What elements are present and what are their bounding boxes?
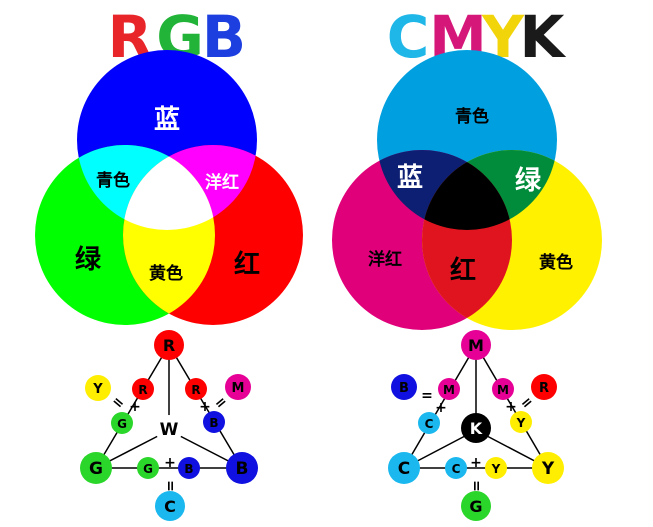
rgb-node-top [154,330,184,360]
cmyk-node-left-label: C [398,459,410,479]
rgb-bottom-b-label: B [184,462,193,476]
rgb-right-a-label: R [191,383,200,397]
cmyk-edge-top-right [475,344,549,469]
rgb-edge-top-right [168,344,243,469]
cmyk-overlap-black [422,150,512,230]
cmyk-title-k: K [520,3,567,71]
rgb-right-equals: = [211,393,230,413]
cmyk-node-right-label: Y [541,459,555,479]
rgb-title-b: B [202,3,246,71]
rgb-bottom-b-node [178,457,200,479]
rgb-label-blue: 蓝 [154,105,180,135]
rgb-node-center [155,415,183,443]
cmyk-bottom-b-label: Y [491,462,501,476]
rgb-venn: 蓝 青色 洋红 绿 黄色 红 [35,50,303,325]
rgb-node-top-label: R [163,336,175,355]
rgb-node-right-label: B [236,459,249,479]
rgb-node-bottom [155,491,185,521]
rgb-left-outer-node [85,375,111,401]
rgb-right-b-label: B [209,416,218,430]
cmyk-left-equals: = [421,388,433,404]
cmyk-right-outer-label: R [539,381,549,396]
rgb-label-magenta: 洋红 [205,172,239,193]
rgb-mixing-diagram: = + = + + = R G B W C Y R G M R B G B [80,330,258,521]
cmyk-label-cyan: 青色 [455,106,489,127]
rgb-bottom-a-node [137,457,159,479]
cmyk-right-equals: = [517,393,536,413]
rgb-node-left [80,452,112,484]
cmyk-label-blue: 蓝 [397,163,423,193]
rgb-label-red: 红 [234,249,260,280]
rgb-left-plus: + [129,399,141,415]
rgb-left-a-label: R [138,383,147,397]
rgb-node-center-label: W [160,420,179,440]
cmyk-right-a-node [492,378,514,400]
rgb-left-b-label: G [117,417,127,431]
rgb-node-right [226,452,258,484]
cmyk-bottom-equals: = [468,480,484,492]
cmyk-left-outer-label: B [399,381,409,396]
rgb-label-cyan: 青色 [96,170,130,191]
rgb-left-a-node [132,378,154,400]
rgb-right-a-node [185,378,207,400]
cmyk-node-center-label: K [470,419,483,438]
cmyk-node-bottom-label: G [469,497,482,516]
cmyk-venn: 青色 蓝 绿 洋红 红 黄色 [332,50,602,330]
rgb-right-outer-node [225,374,251,400]
cmyk-node-right [532,452,564,484]
cmyk-title-c: C [387,3,430,71]
cmyk-node-top-label: M [468,336,484,355]
cmyk-left-a-label: M [443,383,455,397]
rgb-left-b-node [111,412,133,434]
cmyk-right-outer-node [531,374,557,400]
cmyk-node-bottom [461,491,491,521]
cmyk-label-yellow: 黄色 [539,252,573,273]
cmyk-left-b-label: C [425,417,434,431]
cmyk-left-b-node [418,412,440,434]
cmyk-label-red: 红 [450,255,476,286]
rgb-node-bottom-label: C [164,497,176,516]
cmyk-right-plus: + [505,399,517,415]
cmyk-node-center [461,413,491,443]
rgb-node-left-label: G [89,459,103,479]
rgb-label-green: 绿 [75,245,102,275]
rgb-bottom-plus: + [164,455,176,471]
cmyk-bottom-a-node [445,457,467,479]
cmyk-edge-top-left [403,344,477,469]
cmyk-left-a-node [438,378,460,400]
rgb-overlap-white [123,145,215,230]
rgb-edge-top-left [95,344,170,469]
rgb-right-b-node [203,411,225,433]
cmyk-right-b-label: Y [516,416,526,430]
cmyk-right-a-label: M [497,383,509,397]
cmyk-left-outer-node [391,374,417,400]
cmyk-mixing-diagram: = + = + + = M C Y K G B M C R M Y C Y [388,330,564,521]
rgb-bottom-equals: = [162,480,178,492]
cmyk-node-left [388,452,420,484]
rgb-right-plus: + [199,399,211,415]
rgb-right-outer-label: M [232,381,245,396]
cmyk-node-top [461,330,491,360]
cmyk-right-b-node [510,411,532,433]
cmyk-bottom-b-node [485,457,507,479]
rgb-left-outer-label: Y [92,382,103,397]
cmyk-bottom-plus: + [470,455,482,471]
rgb-left-equals: = [108,393,127,413]
cmyk-label-green: 绿 [515,166,542,196]
cmyk-left-plus: + [435,400,447,416]
cmyk-label-magenta: 洋红 [368,249,402,270]
rgb-label-yellow: 黄色 [149,263,183,284]
rgb-bottom-a-label: G [143,462,153,476]
cmyk-bottom-a-label: C [452,462,461,476]
